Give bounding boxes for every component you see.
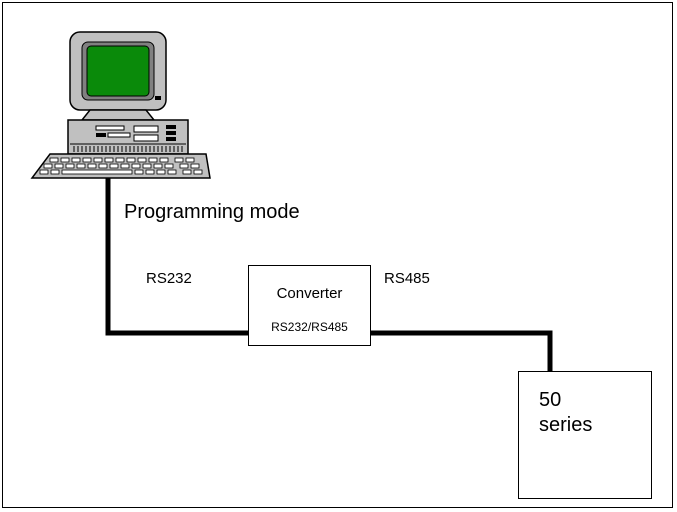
desktop-computer-icon <box>30 31 211 179</box>
converter-subtitle: RS232/RS485 <box>271 320 348 334</box>
programming-mode-label: Programming mode <box>124 201 300 223</box>
wire-rs485 <box>371 330 553 371</box>
wire-rs232 <box>105 178 248 336</box>
rs485-label: RS485 <box>384 270 430 287</box>
diagram-frame <box>2 2 673 508</box>
device-box: 50 series <box>518 371 652 499</box>
rs232-label: RS232 <box>146 270 192 287</box>
converter-box: Converter RS232/RS485 <box>248 265 371 346</box>
device-label-line1: 50 <box>539 389 562 411</box>
device-label-line2: series <box>539 414 593 436</box>
converter-title: Converter <box>276 285 343 302</box>
